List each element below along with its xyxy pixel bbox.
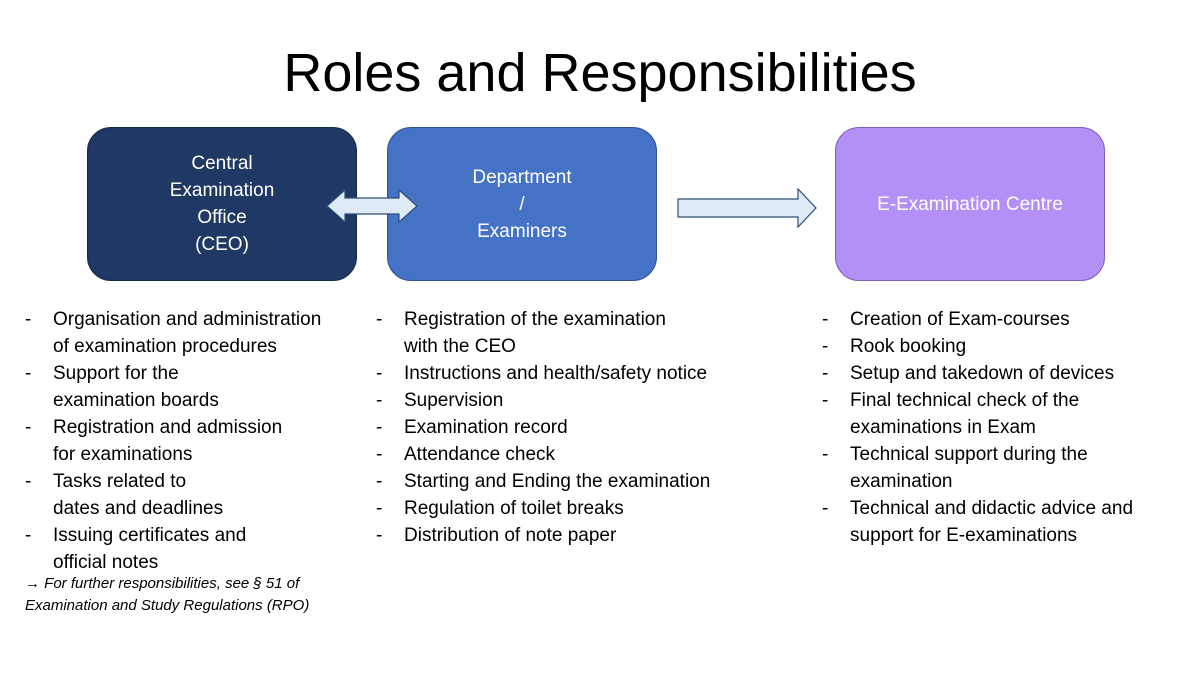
box-label-line: Office xyxy=(197,207,247,228)
list-item: Attendance check xyxy=(376,441,766,468)
list-item: Tasks related to dates and deadlines xyxy=(25,468,365,522)
box-central-examination-office: Central Examination Office (CEO) xyxy=(87,127,357,281)
list-item: Technical and didactic advice and support… xyxy=(822,495,1192,549)
list-item-text: examinations in Exam xyxy=(850,417,1036,438)
list-item-text: examination boards xyxy=(53,390,219,411)
box-e-examination-centre: E-Examination Centre xyxy=(835,127,1105,281)
list-item-text: Attendance check xyxy=(404,444,556,465)
list-item-text: Distribution of note paper xyxy=(404,525,617,546)
list-item: Supervision xyxy=(376,387,766,414)
list-item-text: Starting and Ending the examination xyxy=(404,471,711,492)
note-line: → For further responsibilities, see § 51… xyxy=(25,575,300,592)
list-item: Creation of Exam-courses xyxy=(822,306,1192,333)
box-label-central-examination-office: Central Examination Office (CEO) xyxy=(170,150,275,258)
list-item-text: Organisation and administration xyxy=(53,309,322,330)
list-item-text: Setup and takedown of devices xyxy=(850,363,1115,384)
list-item-text: Support for the xyxy=(53,363,179,384)
list-item-text: support for E-examinations xyxy=(850,525,1078,546)
note-line: Examination and Study Regulations (RPO) xyxy=(25,597,310,614)
list-item-text: of examination procedures xyxy=(53,336,277,357)
list-item-text: Rook booking xyxy=(850,336,967,357)
list-item-text: with the CEO xyxy=(404,336,516,357)
list-item: Final technical check of the examinations… xyxy=(822,387,1192,441)
list-item: Support for the examination boards xyxy=(25,360,365,414)
list-item: Issuing certificates and official notes xyxy=(25,522,365,576)
list-item-text: Registration of the examination xyxy=(404,309,666,330)
list-item-text: Instructions and health/safety notice xyxy=(404,363,708,384)
box-label-e-examination-centre: E-Examination Centre xyxy=(877,191,1063,218)
page-title: Roles and Responsibilities xyxy=(283,43,917,103)
list-item-text: for examinations xyxy=(53,444,193,465)
ceo-responsibilities-list: Organisation and administration of examin… xyxy=(25,306,365,576)
list-item: Organisation and administration of examin… xyxy=(25,306,365,360)
list-item-text: examination xyxy=(850,471,953,492)
list-item-text: Supervision xyxy=(404,390,504,411)
box-label-line: Examiners xyxy=(477,220,567,242)
e-examination-centre-responsibilities-list: Creation of Exam-courses Rook booking Se… xyxy=(822,306,1192,549)
box-label-line: Central xyxy=(191,153,253,174)
list-item: Starting and Ending the examination xyxy=(376,468,766,495)
box-label-line: Department xyxy=(472,166,572,188)
double-arrow-icon xyxy=(326,188,418,224)
department-responsibilities-list: Registration of the examination with the … xyxy=(376,306,766,549)
list-item-text: Issuing certificates and xyxy=(53,525,247,546)
list-item-text: Final technical check of the xyxy=(850,390,1080,411)
list-item: Regulation of toilet breaks xyxy=(376,495,766,522)
list-item-text: Technical and didactic advice and xyxy=(850,498,1134,519)
list-item: Technical support during the examination xyxy=(822,441,1192,495)
list-item: Rook booking xyxy=(822,333,1192,360)
right-arrow-icon xyxy=(677,188,817,228)
list-item: Registration of the examination with the … xyxy=(376,306,766,360)
list-item-text: Creation of Exam-courses xyxy=(850,309,1070,330)
list-item-text: Examination record xyxy=(404,417,568,438)
list-item: Distribution of note paper xyxy=(376,522,766,549)
list-item-text: Technical support during the xyxy=(850,444,1088,465)
box-department-examiners: Department / Examiners xyxy=(387,127,657,281)
list-item-text: Registration and admission xyxy=(53,417,283,438)
box-label-line: / xyxy=(519,193,525,215)
list-item-text: dates and deadlines xyxy=(53,498,224,519)
further-responsibilities-note: → For further responsibilities, see § 51… xyxy=(25,573,365,617)
box-label-line: Examination xyxy=(169,180,275,201)
list-item: Registration and admission for examinatio… xyxy=(25,414,365,468)
list-item-text: Regulation of toilet breaks xyxy=(404,498,624,519)
list-item-text: Tasks related to xyxy=(53,471,187,492)
box-label-line: E-Examination Centre xyxy=(877,193,1063,215)
box-label-department-examiners: Department / Examiners xyxy=(472,164,571,245)
list-item-text: official notes xyxy=(53,552,159,573)
list-item: Setup and takedown of devices xyxy=(822,360,1192,387)
list-item: Instructions and health/safety notice xyxy=(376,360,766,387)
box-label-line: (CEO) xyxy=(195,234,249,255)
list-item: Examination record xyxy=(376,414,766,441)
